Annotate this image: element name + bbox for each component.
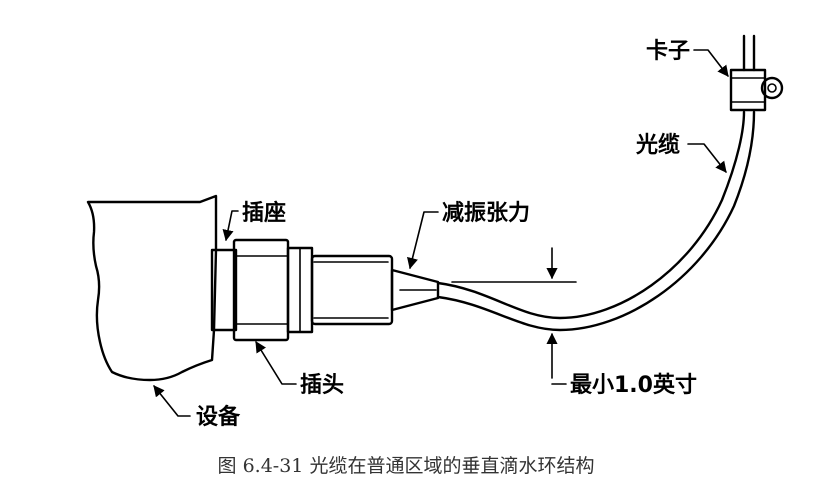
label-cable: 光缆 (635, 132, 680, 158)
leader-strain-relief (407, 211, 439, 270)
leader-equipment (153, 385, 191, 417)
clip-mounting-ring (760, 76, 784, 100)
label-min-bend: 最小1.0英寸 (570, 373, 697, 398)
fiber-cable (436, 110, 746, 320)
plug-body (232, 238, 290, 342)
socket-flange (210, 248, 238, 332)
cable-clip (729, 68, 767, 112)
label-plug: 插头 (300, 373, 344, 398)
leader-plug (255, 341, 297, 385)
label-strain-relief: 减振张力 (442, 200, 530, 226)
connector-barrel (310, 254, 394, 326)
label-socket: 插座 (242, 200, 286, 226)
leader-clip (693, 49, 729, 77)
leader-cable (687, 143, 727, 173)
figure-caption: 图 6.4-31 光缆在普通区域的垂直滴水环结构 (218, 455, 595, 477)
label-equipment: 设备 (196, 404, 241, 430)
label-clip: 卡子 (646, 39, 690, 64)
equipment-block (86, 194, 218, 382)
leader-socket (222, 210, 239, 242)
